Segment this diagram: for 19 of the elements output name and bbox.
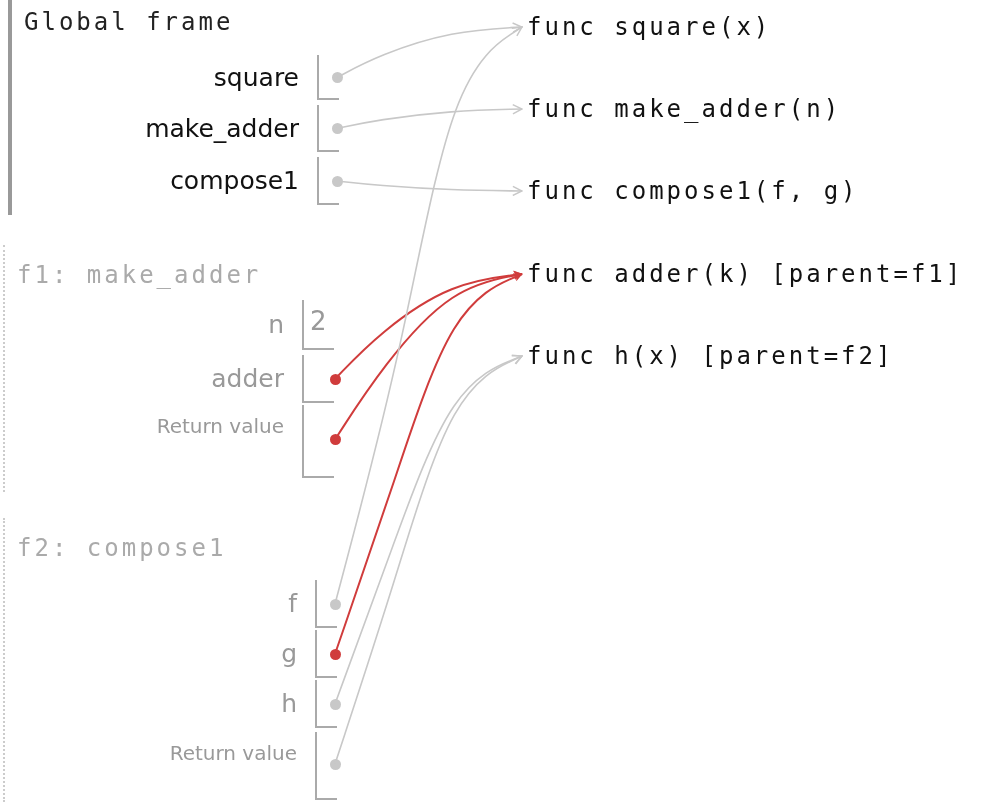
variable-name: n	[268, 310, 284, 340]
function-object: func compose1(f, g)	[526, 176, 859, 207]
variable-name: compose1	[170, 166, 299, 196]
frame-title: f1: make_adder	[17, 261, 262, 289]
variable-name: h	[281, 689, 297, 719]
frame-title: f2: compose1	[17, 534, 227, 562]
variable-name: adder	[211, 364, 284, 394]
variable-name: make_adder	[145, 113, 299, 144]
value-text: 2	[310, 306, 327, 336]
function-object: func square(x)	[526, 12, 772, 43]
function-object: func adder(k) [parent=f1]	[526, 259, 964, 290]
variable-name: Return value	[156, 413, 284, 440]
variable-name: g	[281, 639, 297, 669]
variable-name: square	[213, 62, 299, 93]
variable-name: Return value	[169, 740, 297, 767]
function-object: func make_adder(n)	[526, 94, 842, 125]
frame-title: Global frame	[24, 8, 234, 36]
function-object: func h(x) [parent=f2]	[526, 341, 894, 372]
variable-name: f	[288, 589, 297, 619]
